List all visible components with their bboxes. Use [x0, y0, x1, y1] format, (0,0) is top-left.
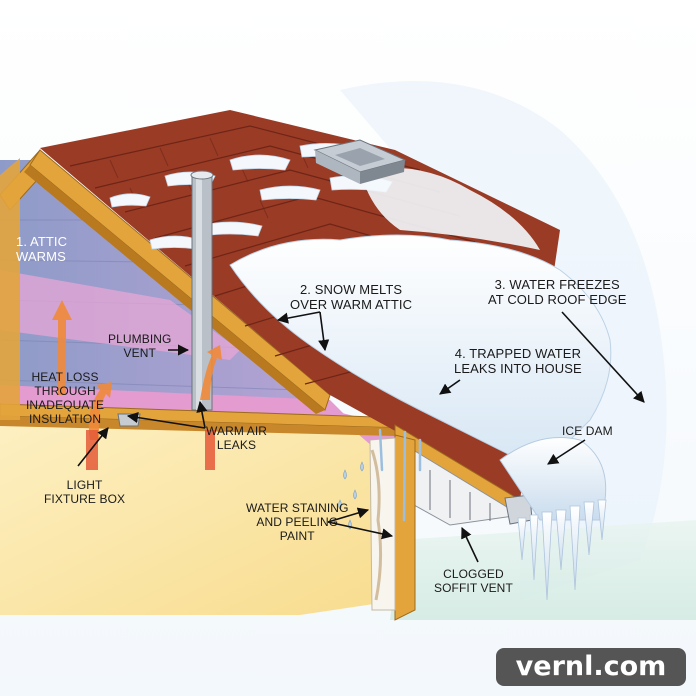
label-water-freezes-line-2: AT COLD ROOF EDGE [488, 292, 627, 307]
label-plumbing-vent: PLUMBING VENT [108, 332, 171, 360]
label-trapped-water: 4. TRAPPED WATER LEAKS INTO HOUSE [454, 346, 582, 376]
label-snow-melts: 2. SNOW MELTS OVER WARM ATTIC [290, 282, 412, 312]
label-attic-warms-line-1: 1. ATTIC [16, 234, 68, 249]
label-clogged-soffit-vent: CLOGGED SOFFIT VENT [434, 567, 513, 595]
label-water-staining: WATER STAINING AND PEELING PAINT [246, 501, 349, 543]
label-attic-warms-line-2: WARMS [16, 249, 66, 264]
label-water-staining-line-1: WATER STAINING [246, 501, 349, 515]
label-attic-warms: 1. ATTIC WARMS [16, 234, 67, 264]
label-warm-air-leaks-line-2: LEAKS [216, 438, 257, 452]
label-water-freezes: 3. WATER FREEZES AT COLD ROOF EDGE [488, 277, 626, 307]
label-heat-loss-line-1: HEAT LOSS [31, 370, 99, 384]
label-heat-loss-line-3: INADEQUATE [26, 398, 105, 412]
label-plumbing-vent-line-1: PLUMBING [108, 332, 172, 346]
label-heat-loss: HEAT LOSS THROUGH INADEQUATE INSULATION [26, 370, 104, 426]
label-light-fixture-box-line-1: LIGHT [66, 478, 103, 492]
label-light-fixture-box: LIGHT FIXTURE BOX [44, 478, 125, 506]
label-warm-air-leaks-line-1: WARM AIR [206, 424, 268, 438]
label-snow-melts-line-1: 2. SNOW MELTS [299, 282, 403, 297]
label-warm-air-leaks: WARM AIR LEAKS [206, 424, 267, 452]
label-water-freezes-line-1: 3. WATER FREEZES [494, 277, 620, 292]
label-trapped-water-line-2: LEAKS INTO HOUSE [454, 361, 582, 376]
label-ice-dam: ICE DAM [562, 424, 613, 438]
callout-arrows [77, 311, 645, 563]
label-plumbing-vent-line-2: VENT [123, 346, 156, 360]
label-heat-loss-line-4: INSULATION [29, 412, 102, 426]
label-water-staining-line-3: PAINT [279, 529, 315, 543]
heat-arrows [52, 300, 222, 470]
label-ice-dam-line-1: ICE DAM [562, 424, 613, 438]
label-clogged-soffit-vent-line-2: SOFFIT VENT [434, 581, 513, 595]
label-clogged-soffit-vent-line-1: CLOGGED [443, 567, 504, 581]
label-snow-melts-line-2: OVER WARM ATTIC [290, 297, 413, 312]
roof-vent-box [313, 139, 407, 184]
label-water-staining-line-2: AND PEELING [256, 515, 339, 529]
label-trapped-water-line-1: 4. TRAPPED WATER [454, 346, 582, 361]
watermark-badge: vernl.com [496, 648, 686, 686]
label-heat-loss-line-2: THROUGH [34, 384, 96, 398]
label-light-fixture-box-line-2: FIXTURE BOX [44, 492, 126, 506]
